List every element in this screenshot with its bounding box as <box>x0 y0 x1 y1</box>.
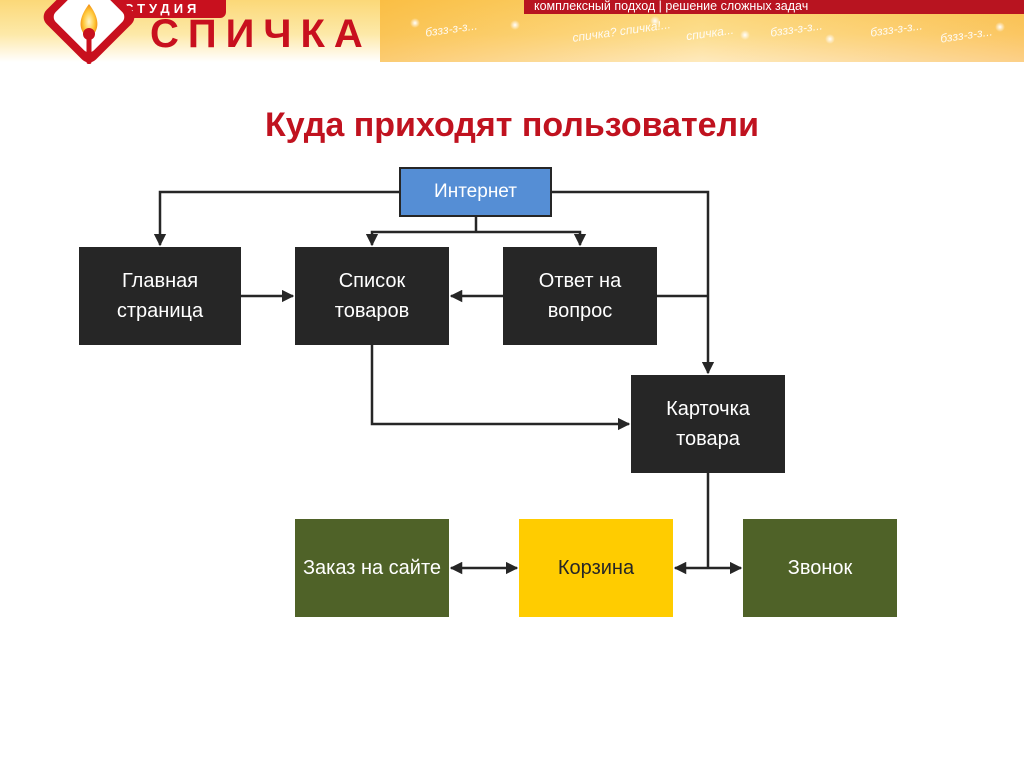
node-label: Список товаров <box>334 270 410 322</box>
node-label: Ответ на вопрос <box>538 270 622 322</box>
studio-label: СТУДИЯ <box>124 1 201 16</box>
edge-internet-catalog <box>365 230 476 247</box>
sparkle-icon <box>825 34 835 44</box>
sparkle-icon <box>650 16 660 26</box>
edge-internet-card <box>552 190 715 375</box>
node-answer: Ответ на вопрос <box>503 247 657 345</box>
header-banner: комплексный подход | решение сложных зад… <box>0 0 1024 62</box>
node-site-order: Заказ на сайте <box>295 519 449 617</box>
studio-tag <box>116 0 226 18</box>
sparkle-icon <box>410 18 420 28</box>
slogan-bar <box>524 0 1024 14</box>
node-call: Звонок <box>743 519 897 617</box>
node-internet: Интернет <box>399 167 552 217</box>
edge-internet-answer <box>476 230 587 247</box>
node-label: Главная страница <box>116 270 204 322</box>
node-product-card: Карточка товара <box>631 375 785 473</box>
sparkle-icon <box>740 30 750 40</box>
node-label: Интернет <box>434 181 517 202</box>
brand-name: СПИЧКА <box>150 12 372 56</box>
edge-catalog-card <box>370 345 631 431</box>
node-label: Звонок <box>787 557 853 579</box>
node-home-page: Главная страница <box>79 247 241 345</box>
edge-internet-home <box>153 190 399 247</box>
node-label: Заказ на сайте <box>302 557 442 579</box>
slogan-text: комплексный подход | решение сложных зад… <box>534 0 809 13</box>
slide-title: Куда приходят пользователи <box>264 106 760 144</box>
sparkle-icon <box>995 22 1005 32</box>
match-logo-icon <box>43 0 135 64</box>
node-product-list: Список товаров <box>295 247 449 345</box>
node-cart: Корзина <box>519 519 673 617</box>
node-label: Карточка товара <box>666 398 750 450</box>
node-label: Корзина <box>557 557 635 579</box>
sparkle-icon <box>510 20 520 30</box>
